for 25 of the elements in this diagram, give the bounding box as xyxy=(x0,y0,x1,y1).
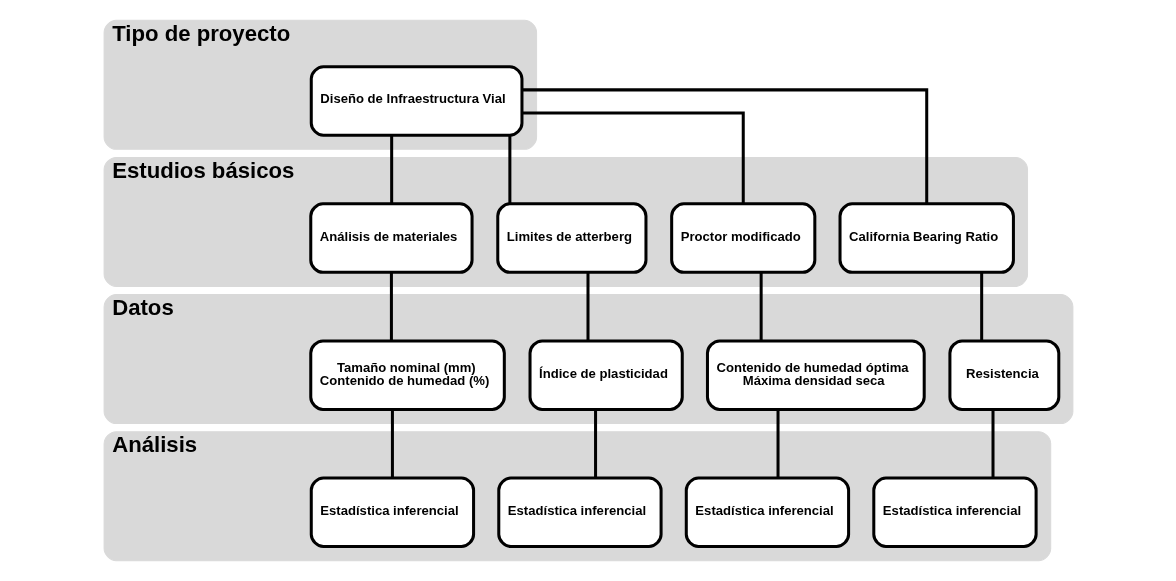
connector xyxy=(521,88,928,204)
connector xyxy=(389,135,393,204)
node-box: Resistencia xyxy=(947,339,1060,411)
node-box: California Bearing Ratio xyxy=(838,202,1015,274)
node-box: Estadística inferencial xyxy=(496,476,663,549)
connector xyxy=(586,272,589,341)
node-box: Índice de plasticidad xyxy=(528,339,684,411)
node-box: Diseño de Infraestructura Vial xyxy=(309,65,523,137)
node-box: Análisis de materiales xyxy=(308,202,474,274)
connector xyxy=(979,272,983,341)
node-box: Estadística inferencial xyxy=(309,476,475,549)
connector xyxy=(776,409,780,478)
connector xyxy=(521,111,745,204)
node-box: Estadística inferencial xyxy=(871,476,1038,549)
connector xyxy=(390,409,394,478)
connector xyxy=(991,409,994,478)
connector xyxy=(389,272,393,341)
node-box: Proctor modificado xyxy=(669,202,816,274)
node-box: Contenido de humedad óptima Máxima densidad seca xyxy=(705,339,926,411)
node-box: Tamaño nominal (mm) Contenido de humedad (%) xyxy=(308,339,506,411)
connector xyxy=(759,272,763,341)
connector xyxy=(507,135,511,204)
node-box: Estadística inferencial xyxy=(684,476,850,549)
connector xyxy=(593,409,597,478)
node-box: Limites de atterberg xyxy=(495,202,647,274)
